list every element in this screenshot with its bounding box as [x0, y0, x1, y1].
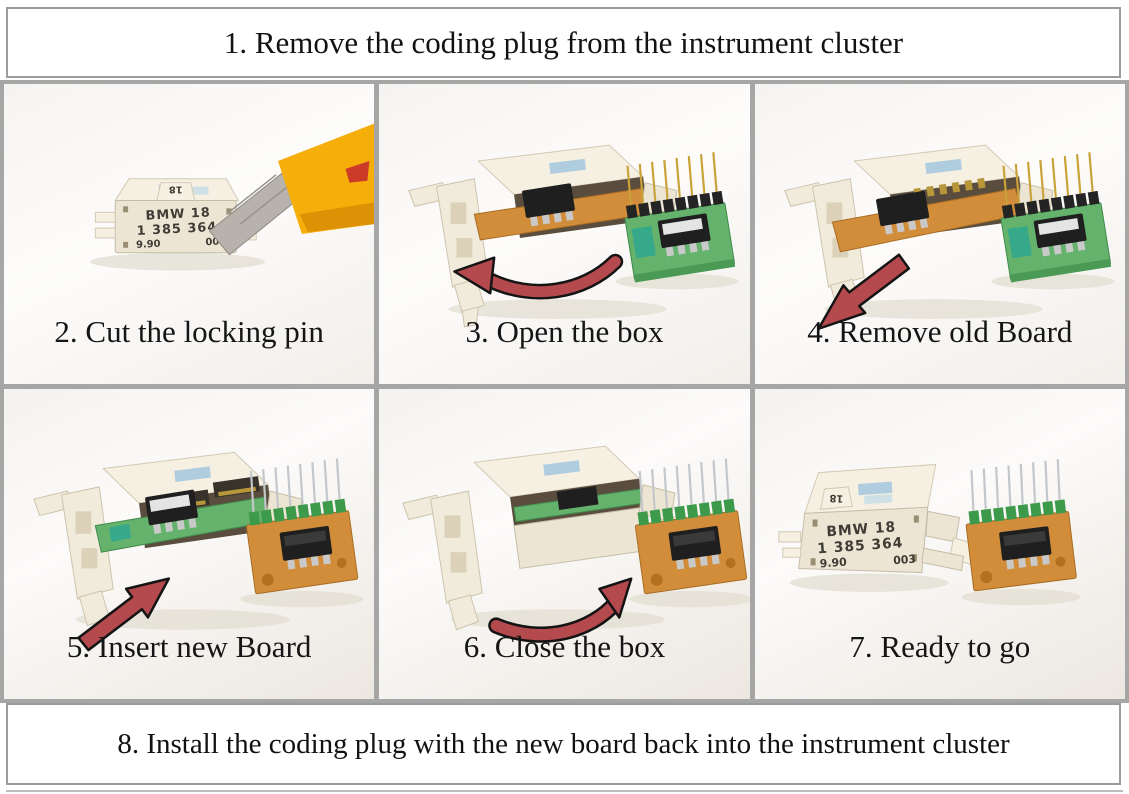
coding-plug: 18 BMW 18 1 385 364 9.90 003 [94, 178, 257, 254]
coding-plug-open [94, 451, 317, 553]
svg-text:003: 003 [892, 553, 916, 568]
svg-text:9.90: 9.90 [819, 555, 847, 570]
photo-close-box [402, 445, 750, 643]
photo-cut-pin: 18 BMW 18 1 385 364 9.90 003 [90, 123, 375, 271]
plug-lid-flap [408, 178, 490, 328]
knife-icon [208, 123, 375, 256]
plug-lid-flap [402, 490, 484, 631]
step-cell-open-box: 3. Open the box [379, 84, 750, 384]
insert-arrow-icon [77, 577, 171, 652]
caption-remove-board: 4. Remove old Board [807, 314, 1073, 349]
photo-grid: 18 BMW 18 1 385 364 9.90 003 [0, 80, 1129, 703]
old-board-orange [631, 457, 748, 595]
new-board-gold [618, 150, 736, 283]
step-cell-close-box: 6. Close the box [379, 389, 750, 699]
footer-box: 8. Install the coding plug with the new … [6, 703, 1121, 785]
caption-insert-board: 5. Insert new Board [66, 629, 312, 664]
step-cell-ready: 18 BMW 18 1 385 364 9.90 003 [754, 389, 1125, 699]
coding-plug-open [831, 144, 1067, 253]
caption-open-box: 3. Open the box [465, 314, 664, 349]
plug-tab-label: 18 [169, 184, 183, 195]
step-cell-cut-pin: 18 BMW 18 1 385 364 9.90 003 [4, 84, 375, 384]
old-board-orange [962, 457, 1077, 592]
coding-plug-open [474, 144, 692, 241]
svg-text:1 385 364: 1 385 364 [816, 535, 903, 557]
svg-text:BMW 18: BMW 18 [145, 205, 211, 223]
plug-lid-flap [33, 486, 114, 627]
svg-text:1 385 364: 1 385 364 [136, 220, 217, 239]
new-board-gold [994, 150, 1111, 283]
svg-text:9.90: 9.90 [136, 239, 161, 251]
plug-label: BMW 18 1 385 364 9.90 003 [816, 519, 916, 570]
next-panel-edge [6, 790, 1123, 792]
coding-plug-closed: 18 BMW 18 1 385 364 9.90 003 [777, 463, 976, 574]
step-cell-remove-board: 4. Remove old Board [754, 84, 1125, 384]
photo-remove-board [783, 144, 1115, 330]
photo-insert-board [33, 451, 364, 652]
plug-label: BMW 18 1 385 364 9.90 003 [136, 205, 227, 251]
close-arrow-icon [488, 577, 633, 643]
footer-text: 8. Install the coding plug with the new … [117, 727, 1010, 760]
header-box: 1. Remove the coding plug from the instr… [6, 7, 1121, 78]
header-text: 1. Remove the coding plug from the instr… [223, 24, 904, 60]
photo-open-box [408, 144, 739, 328]
caption-cut-pin: 2. Cut the locking pin [54, 314, 324, 349]
remove-arrow-icon [816, 253, 910, 330]
open-arrow-icon [453, 253, 624, 300]
caption-ready: 7. Ready to go [849, 629, 1031, 664]
svg-text:BMW 18: BMW 18 [826, 519, 897, 540]
caption-close-box: 6. Close the box [463, 629, 666, 664]
old-board-orange [241, 457, 359, 595]
photo-ready: 18 BMW 18 1 385 364 9.90 003 [777, 457, 1081, 606]
plug-tab-label: 18 [829, 492, 843, 504]
step-cell-insert-board: 5. Insert new Board [4, 389, 375, 699]
